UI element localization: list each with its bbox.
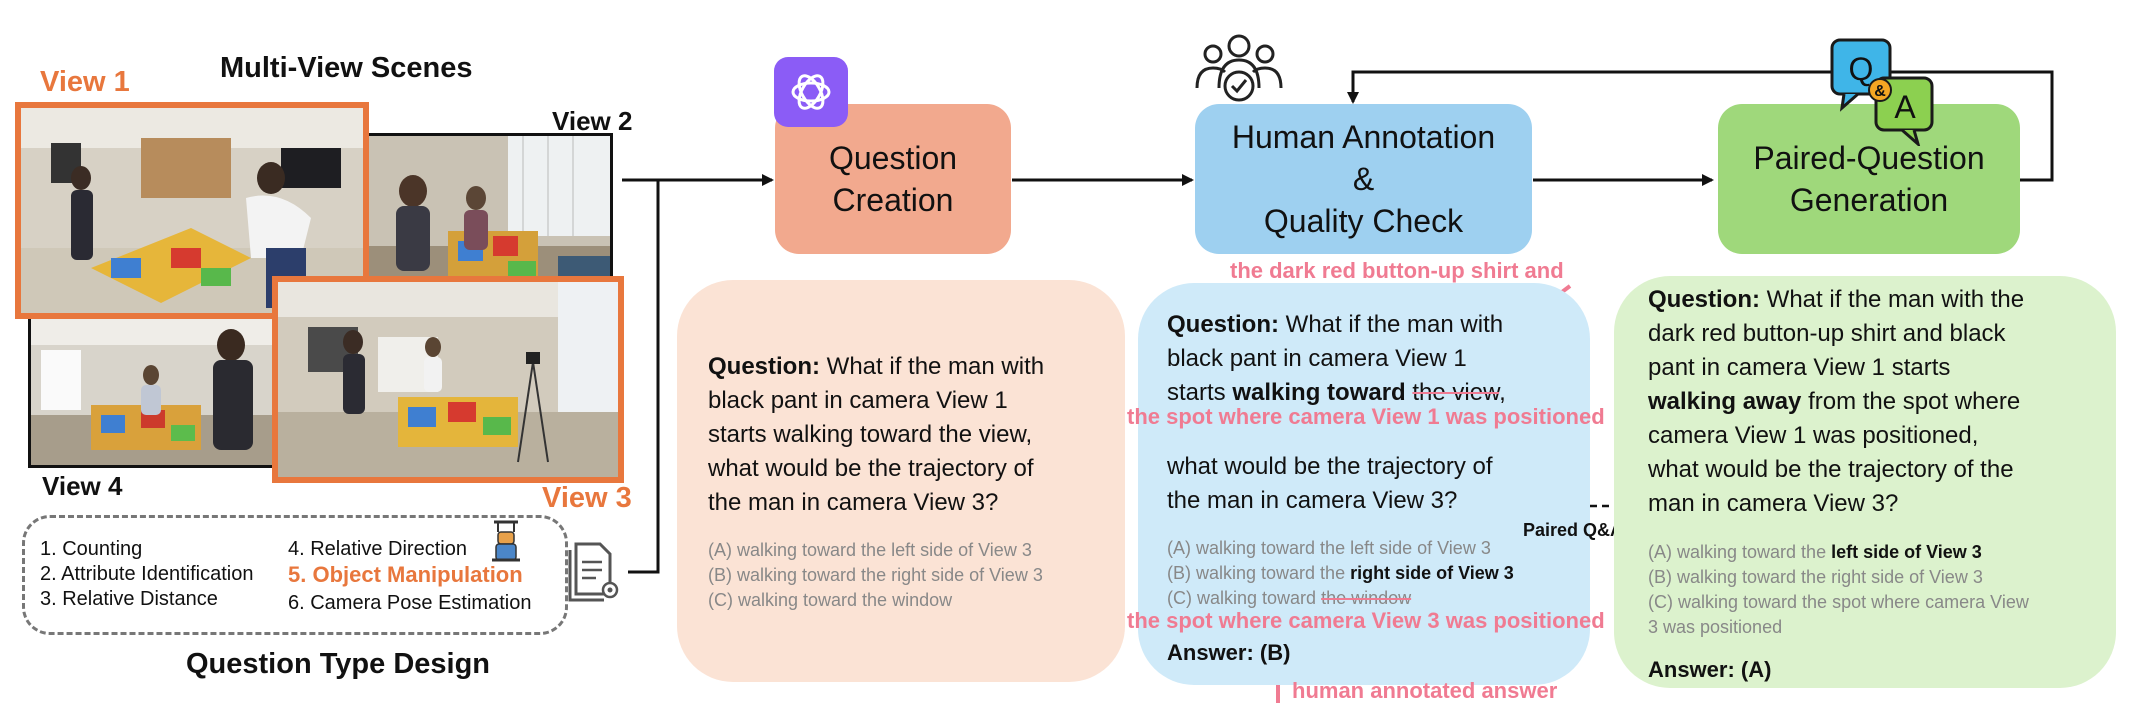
panel2-question-line-3: starts walking toward the view, bbox=[1167, 376, 1506, 410]
panel2-question-line-2: black pant in camera View 1 bbox=[1167, 345, 1467, 372]
panel2-opt-c-pre: (C) walking toward bbox=[1167, 588, 1317, 608]
panel2-insert-bottom: the spot where camera View 3 was positio… bbox=[1127, 608, 1605, 633]
qtype-distance: 3. Relative Distance bbox=[40, 588, 218, 610]
panel2-q3-bold: walking toward bbox=[1232, 379, 1406, 406]
chatgpt-logo-icon bbox=[774, 57, 848, 127]
panel3-q4-post: from the spot where bbox=[1808, 388, 2021, 415]
panel2-q3-pre: starts bbox=[1167, 379, 1226, 406]
qtype-object-manipulation: 5. Object Manipulation bbox=[288, 562, 523, 587]
panel2-insert-top: the dark red button-up shirt and bbox=[1230, 258, 1564, 283]
panel1-q-text-1: What if the man with bbox=[826, 353, 1045, 380]
panel3-question-line-1: Question: What if the man with the bbox=[1648, 283, 2024, 317]
panel2-q-text-1: What if the man with bbox=[1285, 311, 1504, 338]
qtype-counting: 1. Counting bbox=[40, 538, 143, 560]
panel3-opt-a-pre: (A) walking toward the bbox=[1648, 542, 1827, 562]
panel2-question-line-4: what would be the trajectory of bbox=[1167, 453, 1493, 480]
svg-text:Q: Q bbox=[1849, 51, 1874, 87]
panel3-option-a: (A) walking toward the left side of View… bbox=[1648, 540, 1982, 565]
paired-question-box: Paired-Question Generation bbox=[1718, 104, 2020, 254]
panel2-question-label: Question: bbox=[1167, 311, 1279, 338]
view-2-label: View 2 bbox=[552, 106, 633, 136]
panel3-question-line-3: pant in camera View 1 starts bbox=[1648, 354, 1951, 381]
panel3-question-line-4: walking away from the spot where bbox=[1648, 385, 2020, 419]
question-creation-panel bbox=[677, 280, 1125, 682]
paired-line-1: Paired-Question bbox=[1753, 140, 1985, 176]
panel1-question-line-3: starts walking toward the view, bbox=[708, 421, 1033, 448]
panel2-q3-strike: the view bbox=[1412, 379, 1500, 406]
human-annotation-panel bbox=[1138, 283, 1590, 685]
question-creation-box: Question Creation bbox=[775, 104, 1011, 254]
panel3-option-c-line-2: 3 was positioned bbox=[1648, 617, 1783, 637]
qtype-direction: 4. Relative Direction bbox=[288, 538, 467, 560]
svg-text:A: A bbox=[1894, 89, 1916, 125]
panel2-q3-post: , bbox=[1499, 379, 1506, 406]
panel2-answer: Answer: (B) bbox=[1167, 640, 1291, 665]
question-type-design-title: Question Type Design bbox=[186, 648, 491, 680]
panel3-question-label: Question: bbox=[1648, 286, 1760, 313]
qa-speech-bubbles-icon: Q A & bbox=[1830, 38, 1934, 146]
panel3-opt-a-bold: left side of View 3 bbox=[1831, 542, 1982, 562]
panel2-option-c: (C) walking toward the window bbox=[1167, 586, 1411, 611]
panel1-question-label: Question: bbox=[708, 353, 820, 380]
annotation-line-2: & bbox=[1352, 161, 1375, 197]
panel3-question-line-2: dark red button-up shirt and black bbox=[1648, 320, 2006, 347]
paired-line-2: Generation bbox=[1789, 182, 1949, 218]
panel3-question-line-7: man in camera View 3? bbox=[1648, 490, 1899, 517]
panel1-question-line-5: the man in camera View 3? bbox=[708, 489, 999, 516]
panel3-q-text-1: What if the man with the bbox=[1766, 286, 2025, 313]
annotation-line-3: Quality Check bbox=[1263, 203, 1464, 239]
view-1-label: View 1 bbox=[40, 66, 130, 98]
creation-line-2: Creation bbox=[832, 182, 954, 218]
panel2-insert-mid: the spot where camera View 1 was positio… bbox=[1127, 404, 1605, 429]
qtype-attribute: 2. Attribute Identification bbox=[40, 563, 254, 585]
paired-qa-label: Paired Q&A bbox=[1523, 520, 1624, 540]
panel2-question-line-1: Question: What if the man with bbox=[1167, 308, 1503, 342]
panel2-opt-b-bold: right side of View 3 bbox=[1350, 563, 1514, 583]
panel3-question-line-6: what would be the trajectory of the bbox=[1648, 456, 2014, 483]
svg-text:&: & bbox=[1874, 83, 1886, 100]
panel1-option-c: (C) walking toward the window bbox=[708, 590, 953, 610]
multi-view-title: Multi-View Scenes bbox=[220, 52, 473, 84]
panel2-option-a: (A) walking toward the left side of View… bbox=[1167, 538, 1491, 558]
panel1-question-line-4: what would be the trajectory of bbox=[708, 455, 1034, 482]
view-3-label: View 3 bbox=[542, 482, 632, 514]
panel3-question-line-5: camera View 1 was positioned, bbox=[1648, 422, 1979, 449]
panel1-question-line-2: black pant in camera View 1 bbox=[708, 387, 1008, 414]
human-annotated-answer-note: human annotated answer bbox=[1292, 678, 1558, 703]
question-type-box bbox=[22, 515, 568, 635]
panel2-question-line-5: the man in camera View 3? bbox=[1167, 487, 1458, 514]
qtype-camera-pose: 6. Camera Pose Estimation bbox=[288, 592, 532, 614]
paired-question-panel bbox=[1614, 276, 2116, 688]
panel1-question-line-1: Question: What if the man with bbox=[708, 350, 1044, 384]
people-check-icon bbox=[1195, 34, 1283, 102]
human-annotation-box: Human Annotation & Quality Check bbox=[1195, 104, 1532, 254]
annotation-line-1: Human Annotation bbox=[1231, 119, 1496, 155]
panel3-answer: Answer: (A) bbox=[1648, 657, 1772, 682]
panel1-option-b: (B) walking toward the right side of Vie… bbox=[708, 565, 1043, 585]
view-4-label: View 4 bbox=[42, 471, 123, 501]
document-gear-icon bbox=[568, 542, 619, 602]
panel2-option-b: (B) walking toward the right side of Vie… bbox=[1167, 561, 1514, 586]
panel2-opt-b-pre: (B) walking toward the bbox=[1167, 563, 1346, 583]
view-3-image bbox=[272, 276, 624, 483]
panel3-q4-bold: walking away bbox=[1648, 388, 1802, 415]
panel1-option-a: (A) walking toward the left side of View… bbox=[708, 540, 1032, 560]
panel2-opt-c-strike: the window bbox=[1321, 588, 1412, 608]
creation-line-1: Question bbox=[828, 140, 958, 176]
panel3-option-c-line-1: (C) walking toward the spot where camera… bbox=[1648, 592, 2029, 612]
panel3-option-b: (B) walking toward the right side of Vie… bbox=[1648, 567, 1983, 587]
robot-arm-icon bbox=[492, 520, 520, 562]
